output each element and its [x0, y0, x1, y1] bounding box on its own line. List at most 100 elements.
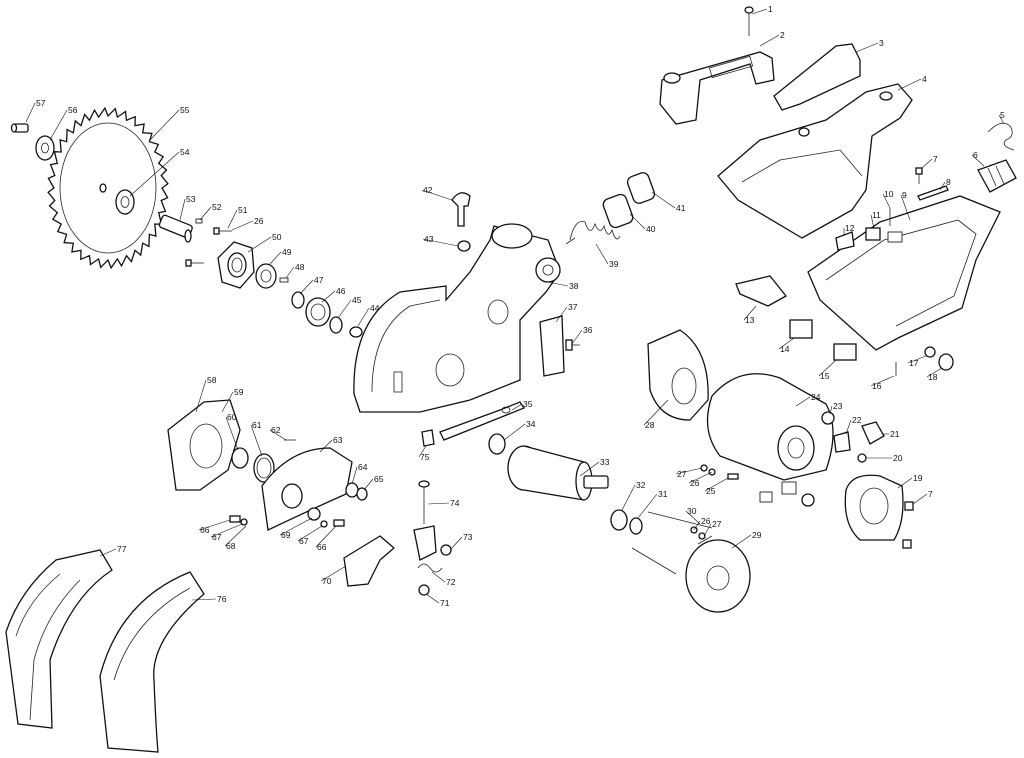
callout-label: 54	[180, 147, 190, 157]
leader-line	[231, 220, 254, 231]
callout-label: 25	[706, 486, 716, 496]
part-clip	[421, 429, 435, 447]
leader-line	[247, 236, 272, 253]
callout-label: 24	[811, 392, 821, 402]
leader-line	[900, 194, 911, 221]
part-nut	[924, 346, 936, 358]
leader-line	[503, 423, 526, 441]
callout-label: 12	[845, 223, 855, 233]
part-nut	[440, 544, 452, 556]
callout-label: 69	[281, 530, 291, 540]
leader-line	[357, 307, 370, 327]
callout-label: 7	[933, 154, 938, 164]
callout-label: 26	[690, 478, 700, 488]
leader-line	[870, 214, 875, 229]
part-knob	[451, 192, 471, 252]
leader-line	[421, 189, 453, 201]
leader-line	[210, 523, 243, 538]
part-screw	[744, 6, 754, 36]
part-bracket	[735, 275, 787, 307]
leader-line	[971, 154, 985, 167]
part-link-arm	[413, 525, 437, 561]
callout-label: 32	[636, 480, 646, 490]
leader-line	[751, 8, 768, 15]
callout-label: 31	[658, 489, 668, 499]
callout-label: 10	[884, 189, 894, 199]
callout-label: 49	[282, 247, 292, 257]
leader-line	[743, 305, 757, 321]
callout-label: 68	[226, 541, 236, 551]
leader-line	[688, 471, 713, 484]
parts-layer	[5, 6, 1017, 753]
leader-line	[829, 405, 833, 415]
saw-blade-icon	[47, 106, 169, 270]
callout-label: 18	[928, 372, 938, 382]
callout-label: 37	[568, 302, 578, 312]
leader-line	[818, 359, 837, 377]
leader-line	[199, 206, 212, 221]
part-left-guard-cover	[5, 549, 113, 729]
callout-label: 53	[186, 194, 196, 204]
leader-line	[297, 525, 323, 542]
leader-line	[418, 445, 427, 458]
callout-label: 5	[1000, 110, 1005, 120]
callout-label: 23	[833, 401, 843, 411]
callout-label: 60	[227, 412, 237, 422]
leader-line	[198, 519, 231, 531]
callout-label: 66	[200, 525, 210, 535]
part-guard-hardware	[229, 507, 345, 528]
leader-line	[321, 290, 336, 303]
leader-line	[845, 419, 852, 435]
part-motor-cap	[844, 474, 904, 541]
callout-label: 52	[212, 202, 222, 212]
callout-label: 28	[645, 420, 655, 430]
leader-line	[269, 251, 282, 265]
callout-label: 61	[252, 420, 262, 430]
part-screw	[915, 167, 923, 184]
part-spring	[565, 221, 621, 245]
part-gear-case	[353, 223, 561, 413]
part-pin	[10, 123, 29, 133]
leader-line	[897, 477, 913, 489]
leader-line	[643, 399, 669, 426]
callout-label: 34	[526, 419, 536, 429]
leader-line	[795, 396, 811, 407]
part-lower-guard	[261, 447, 353, 531]
leader-line	[703, 523, 712, 537]
part-nut	[356, 487, 368, 501]
callout-label: 64	[358, 462, 368, 472]
callout-label: 8	[946, 177, 951, 187]
part-key	[279, 277, 289, 283]
callout-label: 26	[254, 216, 264, 226]
leader-line	[897, 78, 922, 91]
callout-label: 57	[36, 98, 46, 108]
callout-label: 27	[712, 519, 722, 529]
leader-line	[425, 593, 440, 604]
callout-label: 35	[523, 399, 533, 409]
callout-label: 62	[271, 425, 281, 435]
leader-line	[191, 598, 217, 601]
leader-line	[149, 109, 180, 141]
callout-label: 14	[780, 344, 790, 354]
part-motor-housing	[706, 373, 834, 481]
callout-label: 19	[913, 473, 923, 483]
leader-line	[759, 34, 780, 47]
callout-label: 45	[352, 295, 362, 305]
part-lock-lever	[439, 401, 525, 441]
leader-line	[25, 102, 36, 123]
callout-label: 16	[872, 381, 882, 391]
callout-label: 58	[207, 375, 217, 385]
leader-line	[422, 238, 459, 247]
leader-line	[195, 379, 207, 413]
leader-line	[319, 439, 333, 453]
part-guard-link	[343, 535, 395, 587]
callout-label: 11	[872, 210, 881, 220]
leader-line	[998, 114, 1005, 125]
leader-line	[431, 571, 446, 583]
callout-label: 71	[440, 598, 450, 608]
part-gear-set	[291, 291, 363, 338]
callout-label: 55	[180, 105, 190, 115]
leader-line	[351, 466, 358, 485]
part-blade-guard-plate	[167, 399, 241, 491]
